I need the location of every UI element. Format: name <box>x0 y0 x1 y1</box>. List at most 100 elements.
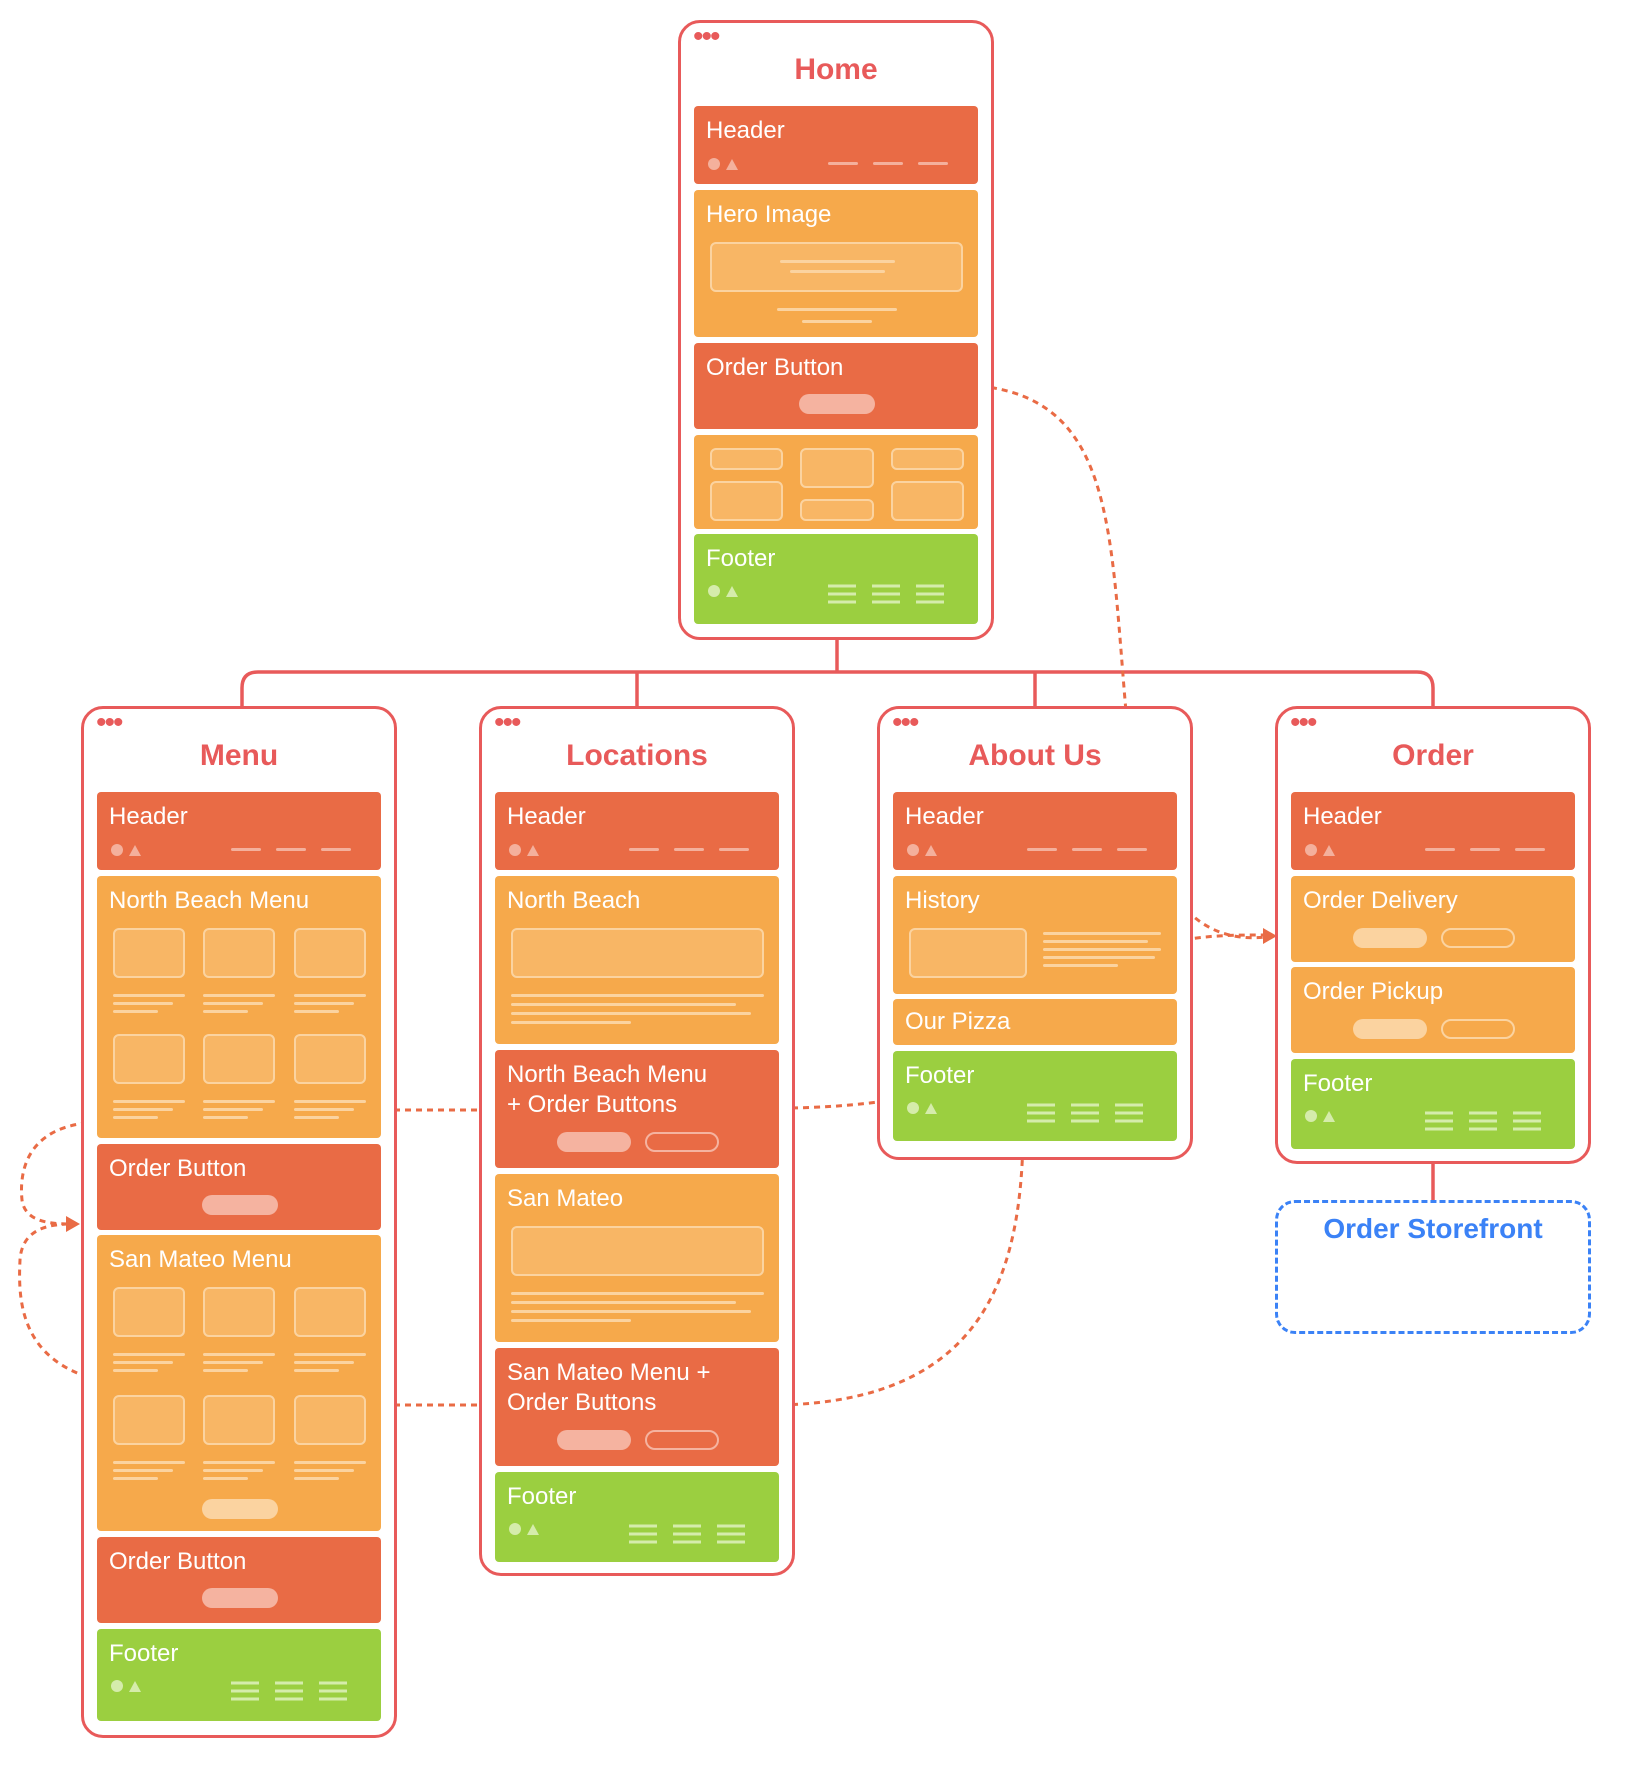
social-icons <box>708 158 738 170</box>
social-icons <box>509 844 539 856</box>
block-label: North Beach Menu <box>109 887 310 914</box>
pickup-option-outline-shape <box>1441 1019 1515 1039</box>
page-home: ••• Home Header Hero Image Order Button <box>678 20 994 640</box>
hero-block: Hero Image <box>694 190 978 337</box>
block-label: Order Button <box>109 1155 247 1182</box>
delivery-option-shape <box>1353 928 1427 948</box>
pickup-option-shape <box>1353 1019 1427 1039</box>
menu-button-shape <box>557 1132 631 1152</box>
arrowhead-order <box>1263 928 1277 944</box>
footer-block: Footer <box>893 1051 1177 1141</box>
san-mateo-buttons-block: San Mateo Menu + Order Buttons <box>495 1348 779 1466</box>
header-block: Header <box>495 792 779 870</box>
image-placeholder <box>909 928 1027 978</box>
social-icons <box>708 585 738 597</box>
footer-link-columns <box>1027 1103 1143 1123</box>
order-button-shape <box>645 1430 719 1450</box>
link-menu-loop-up <box>19 1120 99 1226</box>
block-label: Header <box>507 803 586 830</box>
social-icons <box>907 1102 937 1114</box>
menu-button-shape <box>557 1430 631 1450</box>
block-label: Hero Image <box>706 201 832 228</box>
block-label: Footer <box>706 545 776 572</box>
order-button-block-2: Order Button <box>97 1537 381 1623</box>
block-label: San Mateo Menu + Order Buttons <box>507 1359 711 1416</box>
block-label: Header <box>1303 803 1382 830</box>
window-dots-icon: ••• <box>494 706 521 739</box>
block-label: Footer <box>109 1640 179 1667</box>
page-title: Locations <box>566 739 708 772</box>
page-title: Menu <box>199 739 279 772</box>
page-title: About Us <box>968 739 1102 772</box>
footer-link-columns <box>629 1524 745 1544</box>
hero-image-placeholder <box>710 242 963 292</box>
order-button-shape <box>645 1132 719 1152</box>
order-button-block: Order Button <box>97 1144 381 1230</box>
block-label: Order Pickup <box>1303 978 1444 1005</box>
menu-button-shape <box>202 1499 278 1519</box>
block-label: Header <box>905 803 984 830</box>
order-button-shape <box>202 1195 278 1215</box>
page-title: Order <box>1392 739 1474 772</box>
footer-block: Footer <box>694 534 978 624</box>
order-pickup-block: Order Pickup <box>1291 967 1575 1053</box>
page-title: Home <box>794 53 878 86</box>
page-order: ••• Order Header Order Delivery Order Pi… <box>1275 706 1591 1164</box>
block-label: North Beach Menu + Order Buttons <box>507 1061 708 1118</box>
block-label: History <box>905 887 980 914</box>
social-icons <box>111 1680 141 1692</box>
order-button-shape <box>799 394 875 414</box>
order-button-shape <box>202 1588 278 1608</box>
page-menu: ••• Menu Header North Beach Menu Order <box>81 706 397 1738</box>
north-beach-menu-block: North Beach Menu <box>97 876 381 1138</box>
order-storefront-node: Order Storefront <box>1275 1200 1591 1334</box>
north-beach-block: North Beach <box>495 876 779 1044</box>
footer-block: Footer <box>1291 1059 1575 1149</box>
header-block: Header <box>1291 792 1575 870</box>
window-dots-icon: ••• <box>96 706 123 739</box>
header-block: Header <box>97 792 381 870</box>
block-label: Order Button <box>706 354 844 381</box>
footer-link-columns <box>1425 1111 1541 1131</box>
footer-link-columns <box>828 584 944 604</box>
social-icons <box>907 844 937 856</box>
social-icons <box>1305 1110 1335 1122</box>
map-placeholder <box>511 928 764 978</box>
block-label: San Mateo <box>507 1185 624 1212</box>
map-placeholder <box>511 1226 764 1276</box>
block-label: Order Button <box>109 1548 247 1575</box>
feature-grid-block <box>694 435 978 529</box>
footer-block: Footer <box>495 1472 779 1562</box>
order-delivery-block: Order Delivery <box>1291 876 1575 962</box>
footer-block: Footer <box>97 1629 381 1721</box>
block-label: Header <box>109 803 188 830</box>
block-label: North Beach <box>507 887 641 914</box>
link-locations-to-about-sm <box>780 1139 1025 1407</box>
order-button-block: Order Button <box>694 343 978 429</box>
arrowhead-menu-loop <box>66 1216 80 1232</box>
block-label: Footer <box>905 1062 975 1089</box>
social-icons <box>509 1523 539 1535</box>
page-about-us: ••• About Us Header History Our Pizza Fo… <box>877 706 1193 1160</box>
block-label: Footer <box>1303 1070 1373 1097</box>
link-locations-to-about-nb <box>780 1098 893 1110</box>
header-block: Header <box>893 792 1177 870</box>
tree-connector-bar <box>240 670 1435 706</box>
san-mateo-menu-block: San Mateo Menu <box>97 1235 381 1531</box>
north-beach-buttons-block: North Beach Menu + Order Buttons <box>495 1050 779 1168</box>
block-label: San Mateo Menu <box>109 1246 292 1273</box>
social-icons <box>1305 844 1335 856</box>
header-block: Header <box>694 106 978 184</box>
social-icons <box>111 844 141 856</box>
footer-link-columns <box>231 1681 347 1701</box>
san-mateo-block: San Mateo <box>495 1174 779 1342</box>
delivery-option-outline-shape <box>1441 928 1515 948</box>
block-label: Footer <box>507 1483 577 1510</box>
block-label: Header <box>706 117 785 144</box>
block-label: Our Pizza <box>905 1008 1011 1035</box>
link-home-order-to-about <box>979 384 1135 793</box>
our-pizza-block: Our Pizza <box>893 999 1177 1045</box>
block-label: Order Delivery <box>1303 887 1458 914</box>
history-block: History <box>893 876 1177 994</box>
